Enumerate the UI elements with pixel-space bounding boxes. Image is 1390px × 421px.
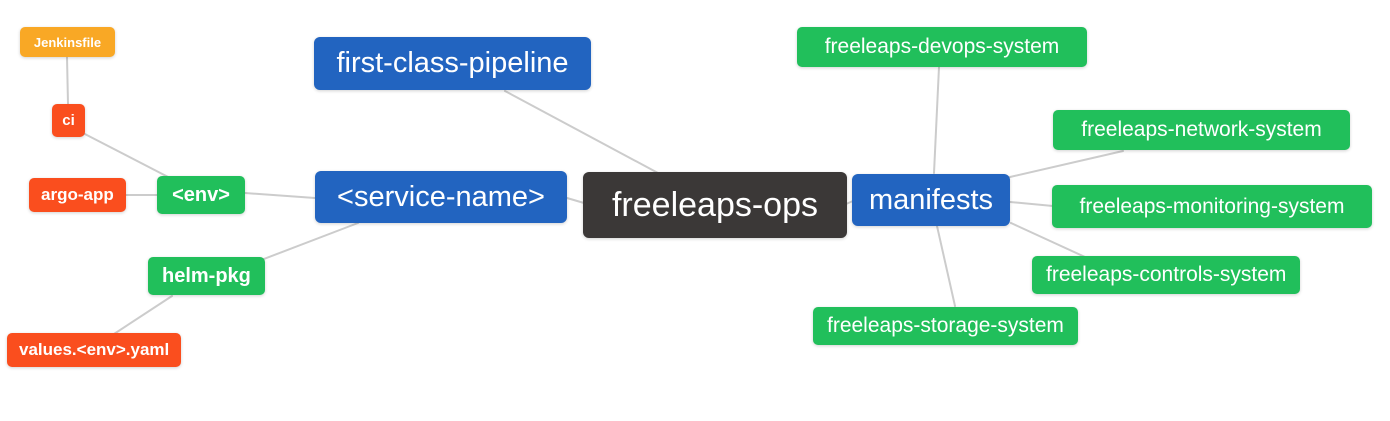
edge-helm-pkg-values-env-yaml [113,295,173,335]
node-freeleaps-monitoring-system[interactable]: freeleaps-monitoring-system [1052,185,1372,228]
node-argo-app[interactable]: argo-app [29,178,126,212]
edge-service-name-helm-pkg [255,222,359,263]
node-manifests[interactable]: manifests [852,174,1010,226]
edge-ci-env [78,130,173,180]
node-freeleaps-controls-system[interactable]: freeleaps-controls-system [1032,256,1301,294]
edge-manifests-storage-system [936,225,956,307]
edge-jenkinsfile-ci [66,56,69,105]
edge-manifests-devops-system [933,66,940,174]
node-first-class-pipeline[interactable]: first-class-pipeline [314,37,591,90]
edge-pipeline-freeleaps-ops [504,90,659,174]
edge-manifests-controls-system [1010,222,1086,258]
node-freeleaps-devops-system[interactable]: freeleaps-devops-system [797,27,1087,67]
node-helm-pkg[interactable]: helm-pkg [148,257,265,295]
edge-manifests-network-system [1009,150,1124,178]
edge-freeleaps-ops-manifests [845,200,854,205]
node-freeleaps-storage-system[interactable]: freeleaps-storage-system [813,307,1078,345]
node-values-env-yaml[interactable]: values.<env>.yaml [7,333,182,367]
edge-env-service-name [244,192,316,199]
edge-manifests-monitoring-system [1009,201,1054,207]
node-env[interactable]: <env> [157,176,245,214]
node-jenkinsfile[interactable]: Jenkinsfile [20,27,115,57]
edge-service-name-freeleaps-ops [566,197,585,204]
node-freeleaps-network-system[interactable]: freeleaps-network-system [1053,110,1350,150]
node-ci[interactable]: ci [52,104,85,137]
node-freeleaps-ops[interactable]: freeleaps-ops [583,172,847,238]
node-service-name[interactable]: <service-name> [315,171,567,223]
